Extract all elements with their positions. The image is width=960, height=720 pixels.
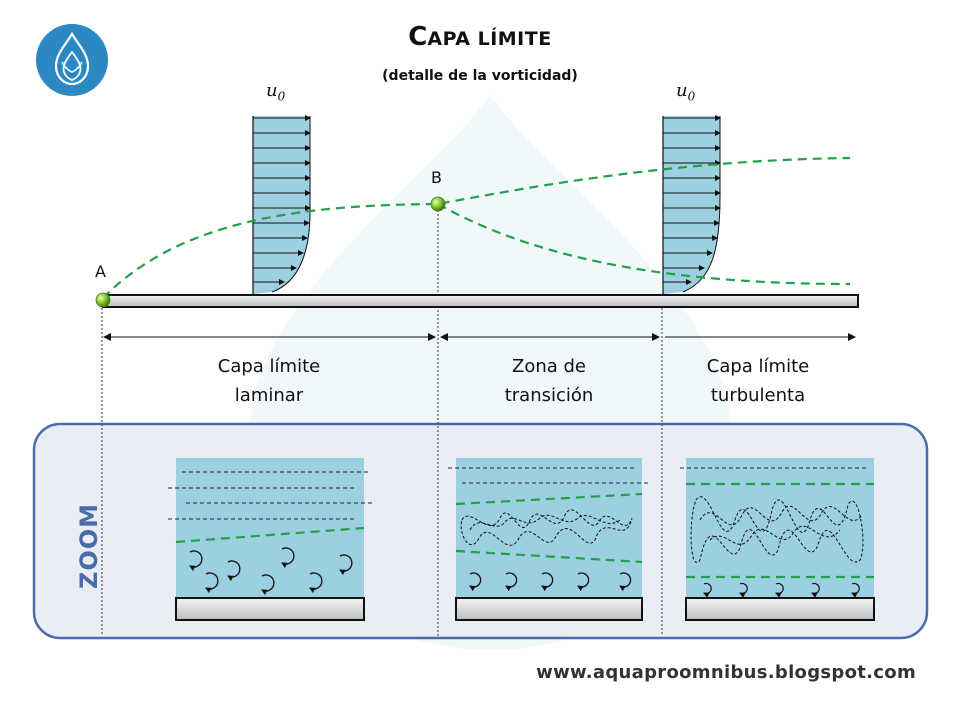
website-url: www.aquaproomnibus.blogspot.com xyxy=(536,662,916,683)
point-a-marker xyxy=(95,292,111,308)
zoom-label: ZOOM xyxy=(75,502,103,590)
page-subtitle: (detalle de la vorticidad) xyxy=(382,68,578,84)
water-drop-icon xyxy=(36,24,108,96)
zoom-turbulent-box xyxy=(680,458,875,621)
zoom-transition-box xyxy=(448,458,648,621)
turbulent-velocity-profile xyxy=(662,115,721,294)
page-title: CAPA LÍMITE xyxy=(408,22,552,52)
boundary-layer-thickness-curve xyxy=(102,156,851,299)
laminar-velocity-profile xyxy=(252,115,311,294)
zoom-laminar-box xyxy=(168,458,372,621)
flat-plate xyxy=(102,294,859,308)
point-b-label: B xyxy=(431,168,442,187)
velocity-label-laminar: u0 xyxy=(266,80,286,104)
point-a-label: A xyxy=(95,262,106,281)
velocity-label-turbulent: u0 xyxy=(676,80,696,104)
point-b-marker xyxy=(430,196,446,212)
laminar-sublayer-curve xyxy=(437,203,851,286)
